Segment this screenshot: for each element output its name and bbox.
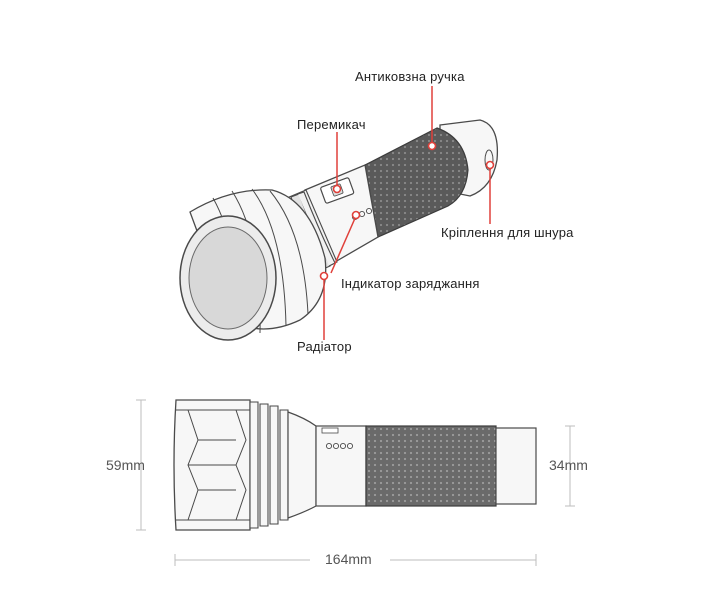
- lanyard-dot: [485, 160, 495, 170]
- length-label: 164mm: [325, 551, 372, 567]
- radiator-dot: [319, 271, 329, 281]
- charge-indicator-label: Індикатор заряджання: [341, 276, 480, 291]
- dimension-lines: [136, 399, 575, 566]
- flashlight-perspective: [179, 119, 499, 341]
- grip-label: Антиковзна ручка: [355, 69, 465, 84]
- side-taper: [287, 411, 317, 519]
- side-neck: [315, 425, 367, 507]
- lens: [188, 226, 268, 330]
- tail-diameter-label: 34mm: [549, 457, 588, 473]
- switch-dot: [332, 184, 342, 194]
- grip-dot: [427, 141, 437, 151]
- charge-leader: [330, 215, 357, 274]
- flashlight-side-view: [173, 399, 537, 531]
- side-radiator: [249, 401, 289, 529]
- grip-body: [364, 127, 469, 238]
- side-tail-cap: [495, 427, 537, 505]
- callout-dots: [319, 141, 495, 281]
- side-grip: [365, 425, 497, 507]
- switch-label: Перемикач: [297, 117, 366, 132]
- charge-dot: [351, 210, 361, 220]
- head-diameter-label: 59mm: [106, 457, 145, 473]
- callout-lines: [323, 86, 491, 340]
- radiator-label: Радіатор: [297, 339, 352, 354]
- lanyard-label: Кріплення для шнура: [441, 225, 574, 240]
